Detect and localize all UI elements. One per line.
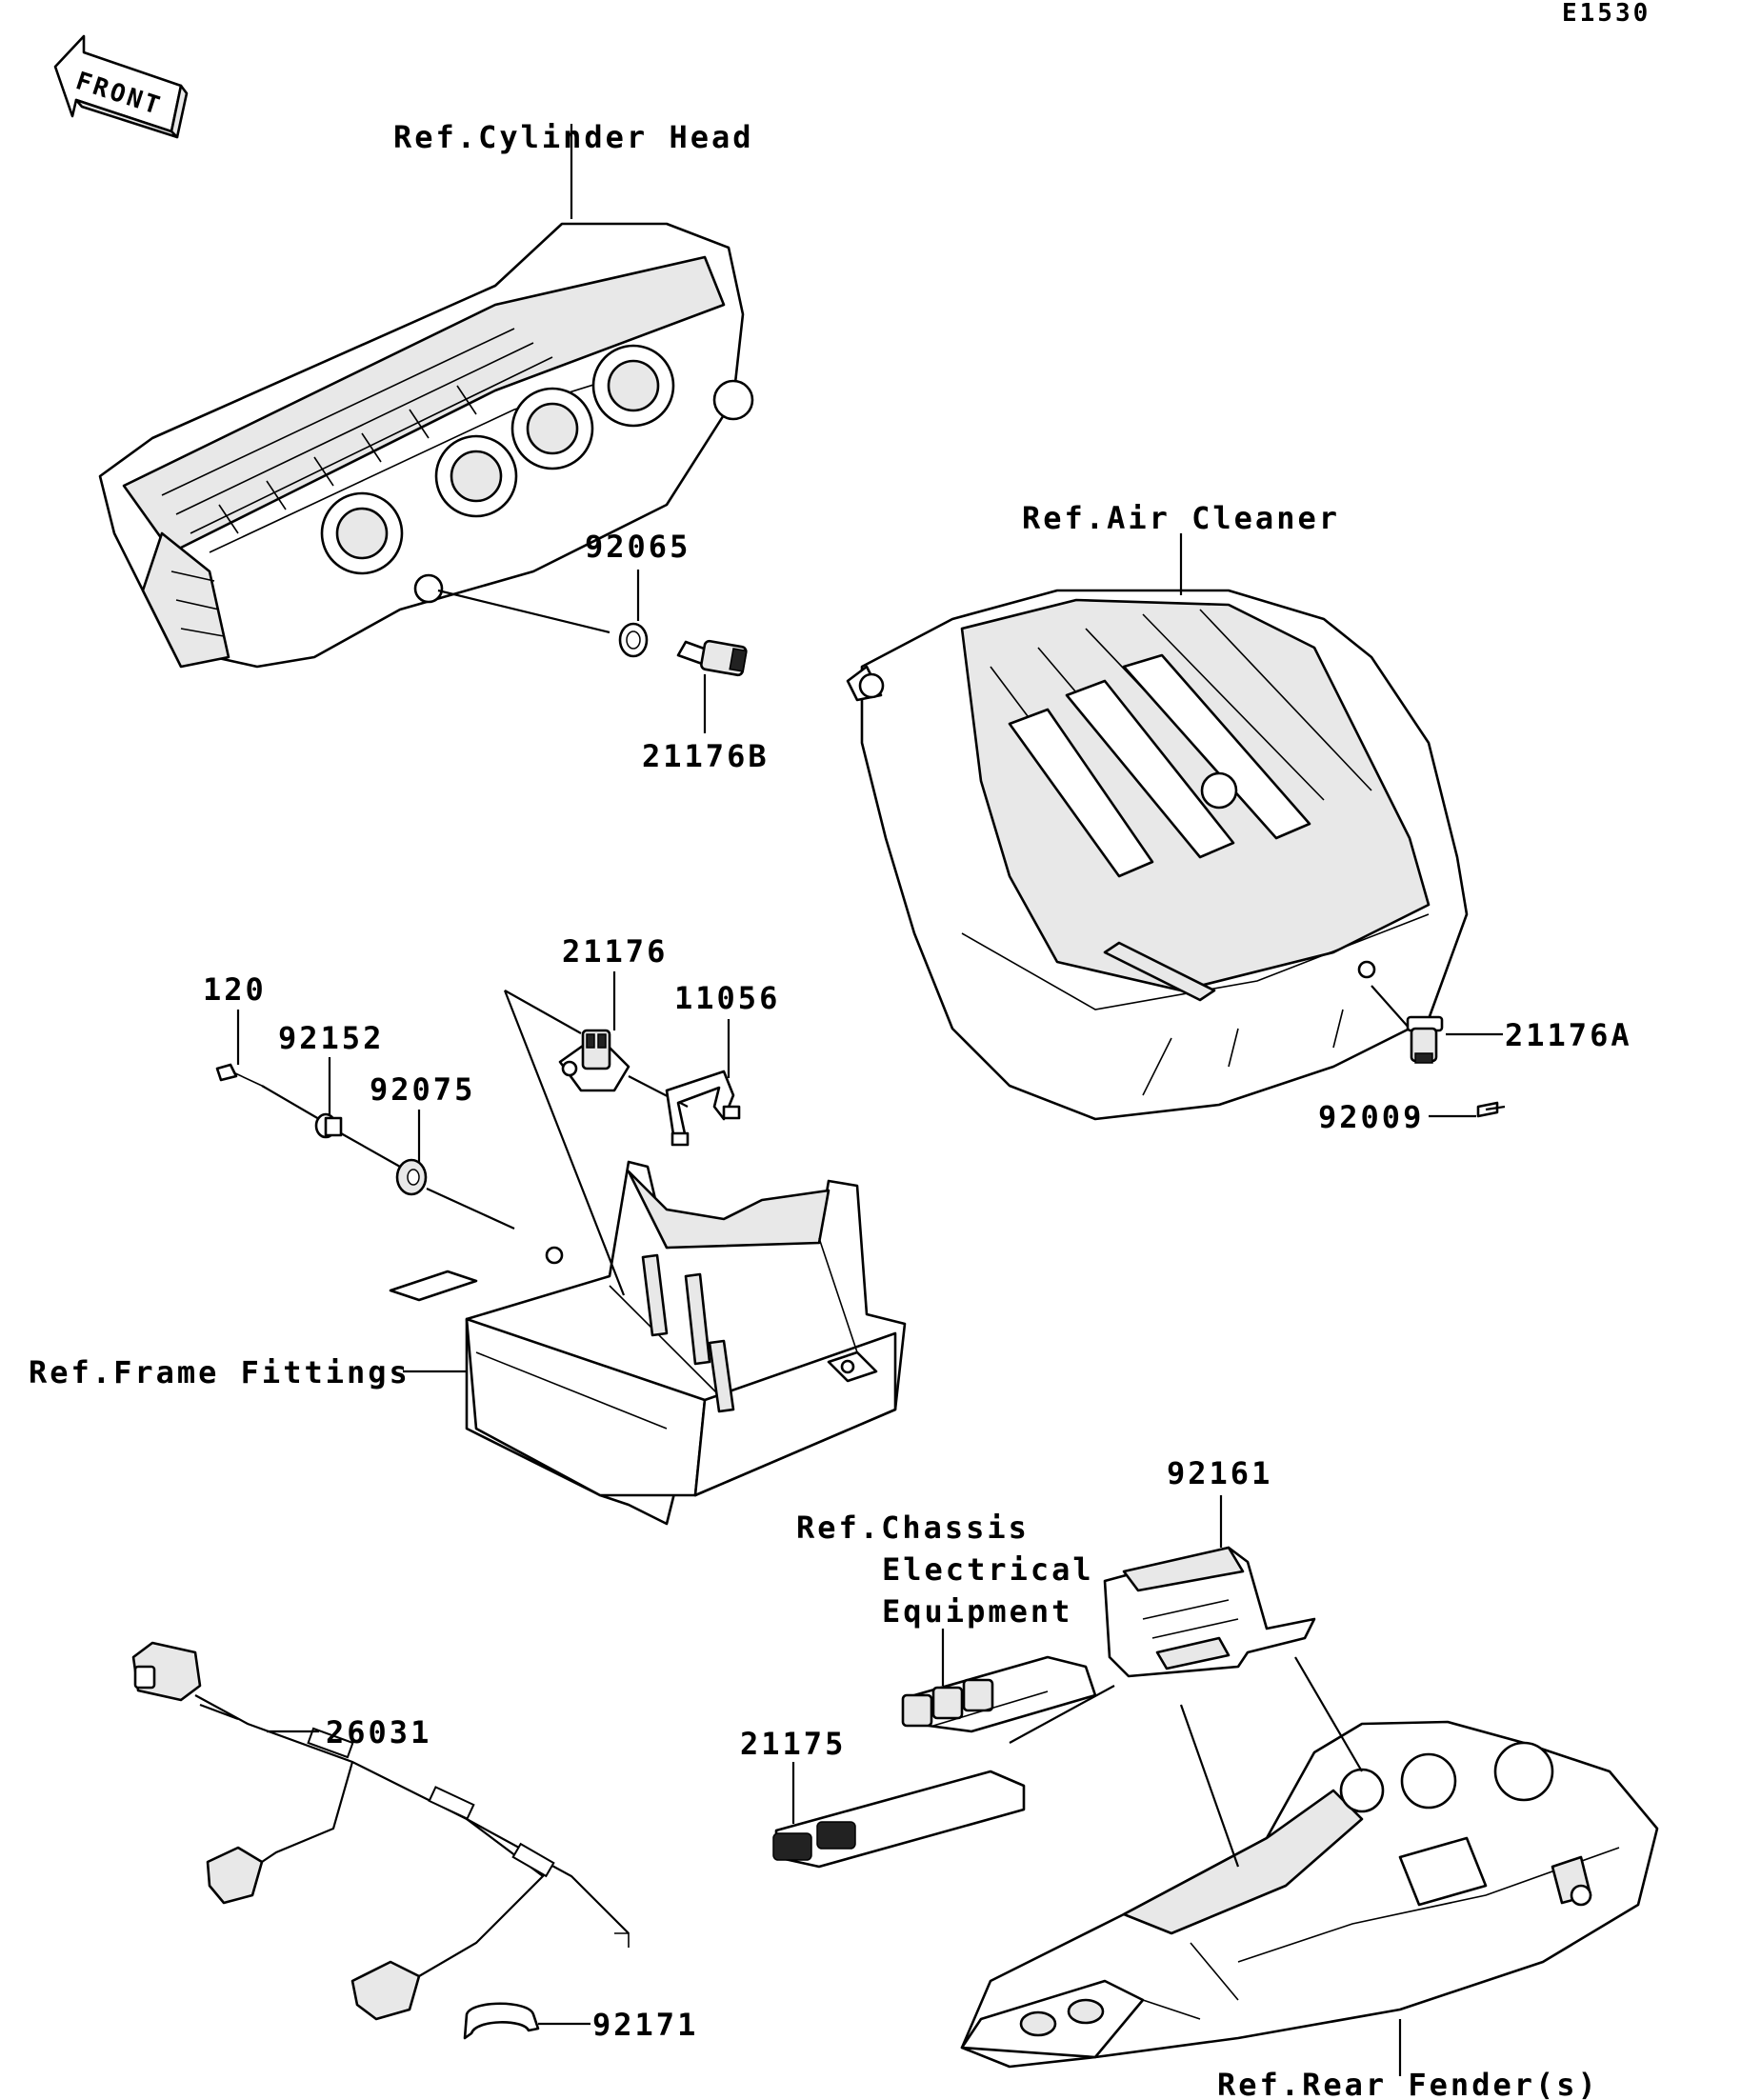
- sensor-21176a-icon: [1406, 1015, 1444, 1064]
- part-92075: 92075: [370, 1071, 475, 1108]
- cylinder-head-illustration: [98, 222, 754, 669]
- part-92161: 92161: [1167, 1455, 1272, 1491]
- part-11056: 11056: [674, 980, 780, 1016]
- diagram-code: E1530: [1562, 0, 1651, 28]
- bracket-11056-icon: [665, 1070, 741, 1147]
- part-21176B: 21176B: [642, 738, 770, 774]
- front-arrow-icon: FRONT: [53, 34, 189, 139]
- ref-chassis-line3: Equipment: [882, 1593, 1072, 1630]
- control-unit-illustration: [901, 1655, 1097, 1733]
- part-21176A: 21176A: [1505, 1017, 1632, 1053]
- ref-chassis-line2: Electrical: [882, 1551, 1094, 1588]
- part-26031: 26031: [326, 1714, 431, 1750]
- part-92152: 92152: [278, 1020, 384, 1056]
- ref-frame-fittings: Ref.Frame Fittings: [29, 1354, 410, 1390]
- part-21175: 21175: [740, 1726, 846, 1762]
- part-92065: 92065: [585, 529, 690, 565]
- bolt-120-icon: [215, 1063, 263, 1087]
- ref-air-cleaner: Ref.Air Cleaner: [1022, 500, 1340, 536]
- part-120: 120: [203, 971, 267, 1008]
- ref-rear-fender: Ref.Rear Fender(s): [1217, 2067, 1599, 2100]
- air-cleaner-illustration: [846, 589, 1469, 1121]
- clamp-92171-icon: [463, 2002, 540, 2040]
- part-21176: 21176: [562, 933, 668, 970]
- ref-chassis-line1: Ref.Chassis: [796, 1510, 1030, 1546]
- sensor-21176-icon: [558, 1029, 630, 1092]
- collar-92152-icon: [314, 1112, 343, 1139]
- frame-fittings-tray-illustration: [389, 1160, 907, 1526]
- part-92171: 92171: [592, 2007, 698, 2043]
- rear-fender-illustration: [960, 1720, 1659, 2069]
- sensor-21176b-icon: [676, 639, 748, 677]
- bracket-92161-icon: [1103, 1546, 1316, 1678]
- ecu-21175-icon: [772, 1770, 1026, 1869]
- part-92009: 92009: [1318, 1099, 1424, 1135]
- grommet-92075-icon: [395, 1158, 428, 1196]
- ref-cylinder-head: Ref.Cylinder Head: [393, 119, 754, 155]
- wiring-harness-26031-illustration: [131, 1641, 630, 2021]
- screw-92009-icon: [1476, 1101, 1506, 1118]
